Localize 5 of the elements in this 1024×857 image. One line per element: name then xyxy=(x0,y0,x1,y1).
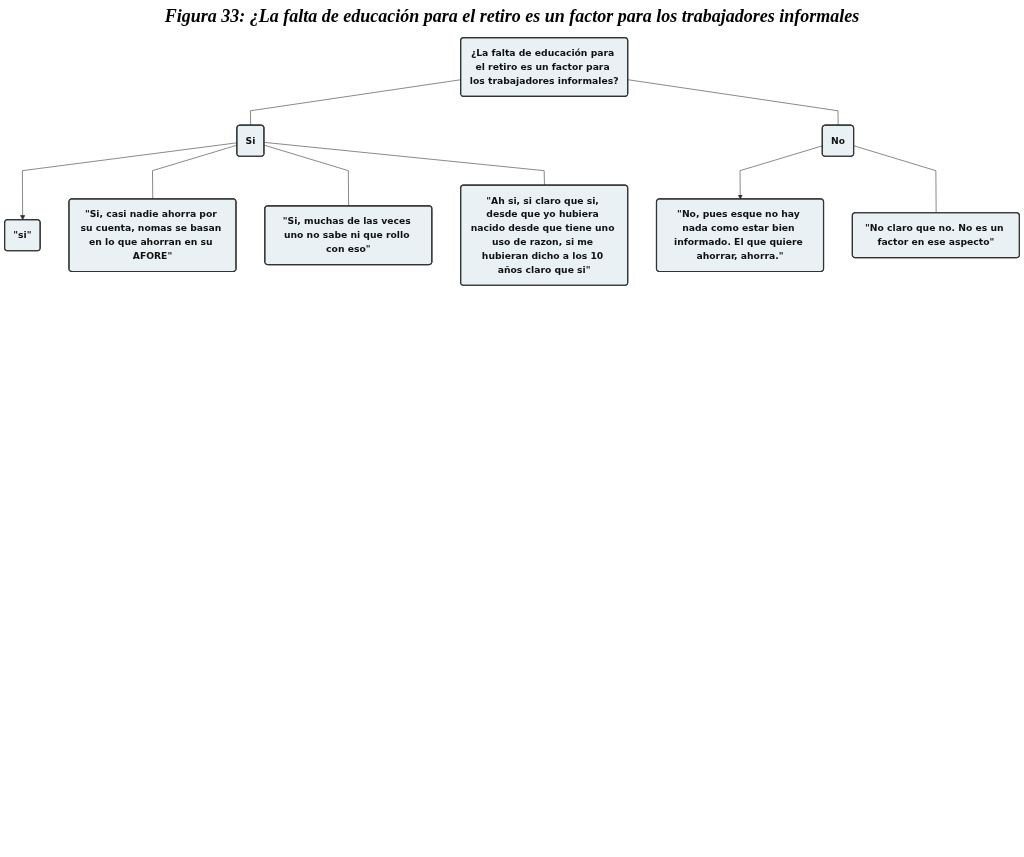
connector xyxy=(853,145,937,214)
connector xyxy=(627,79,839,126)
connector xyxy=(263,142,545,186)
figure-title: Figura 33: ¿La falta de educación para el retiro es un factor para los trabajadores informales xyxy=(163,5,861,28)
connector xyxy=(263,144,349,207)
